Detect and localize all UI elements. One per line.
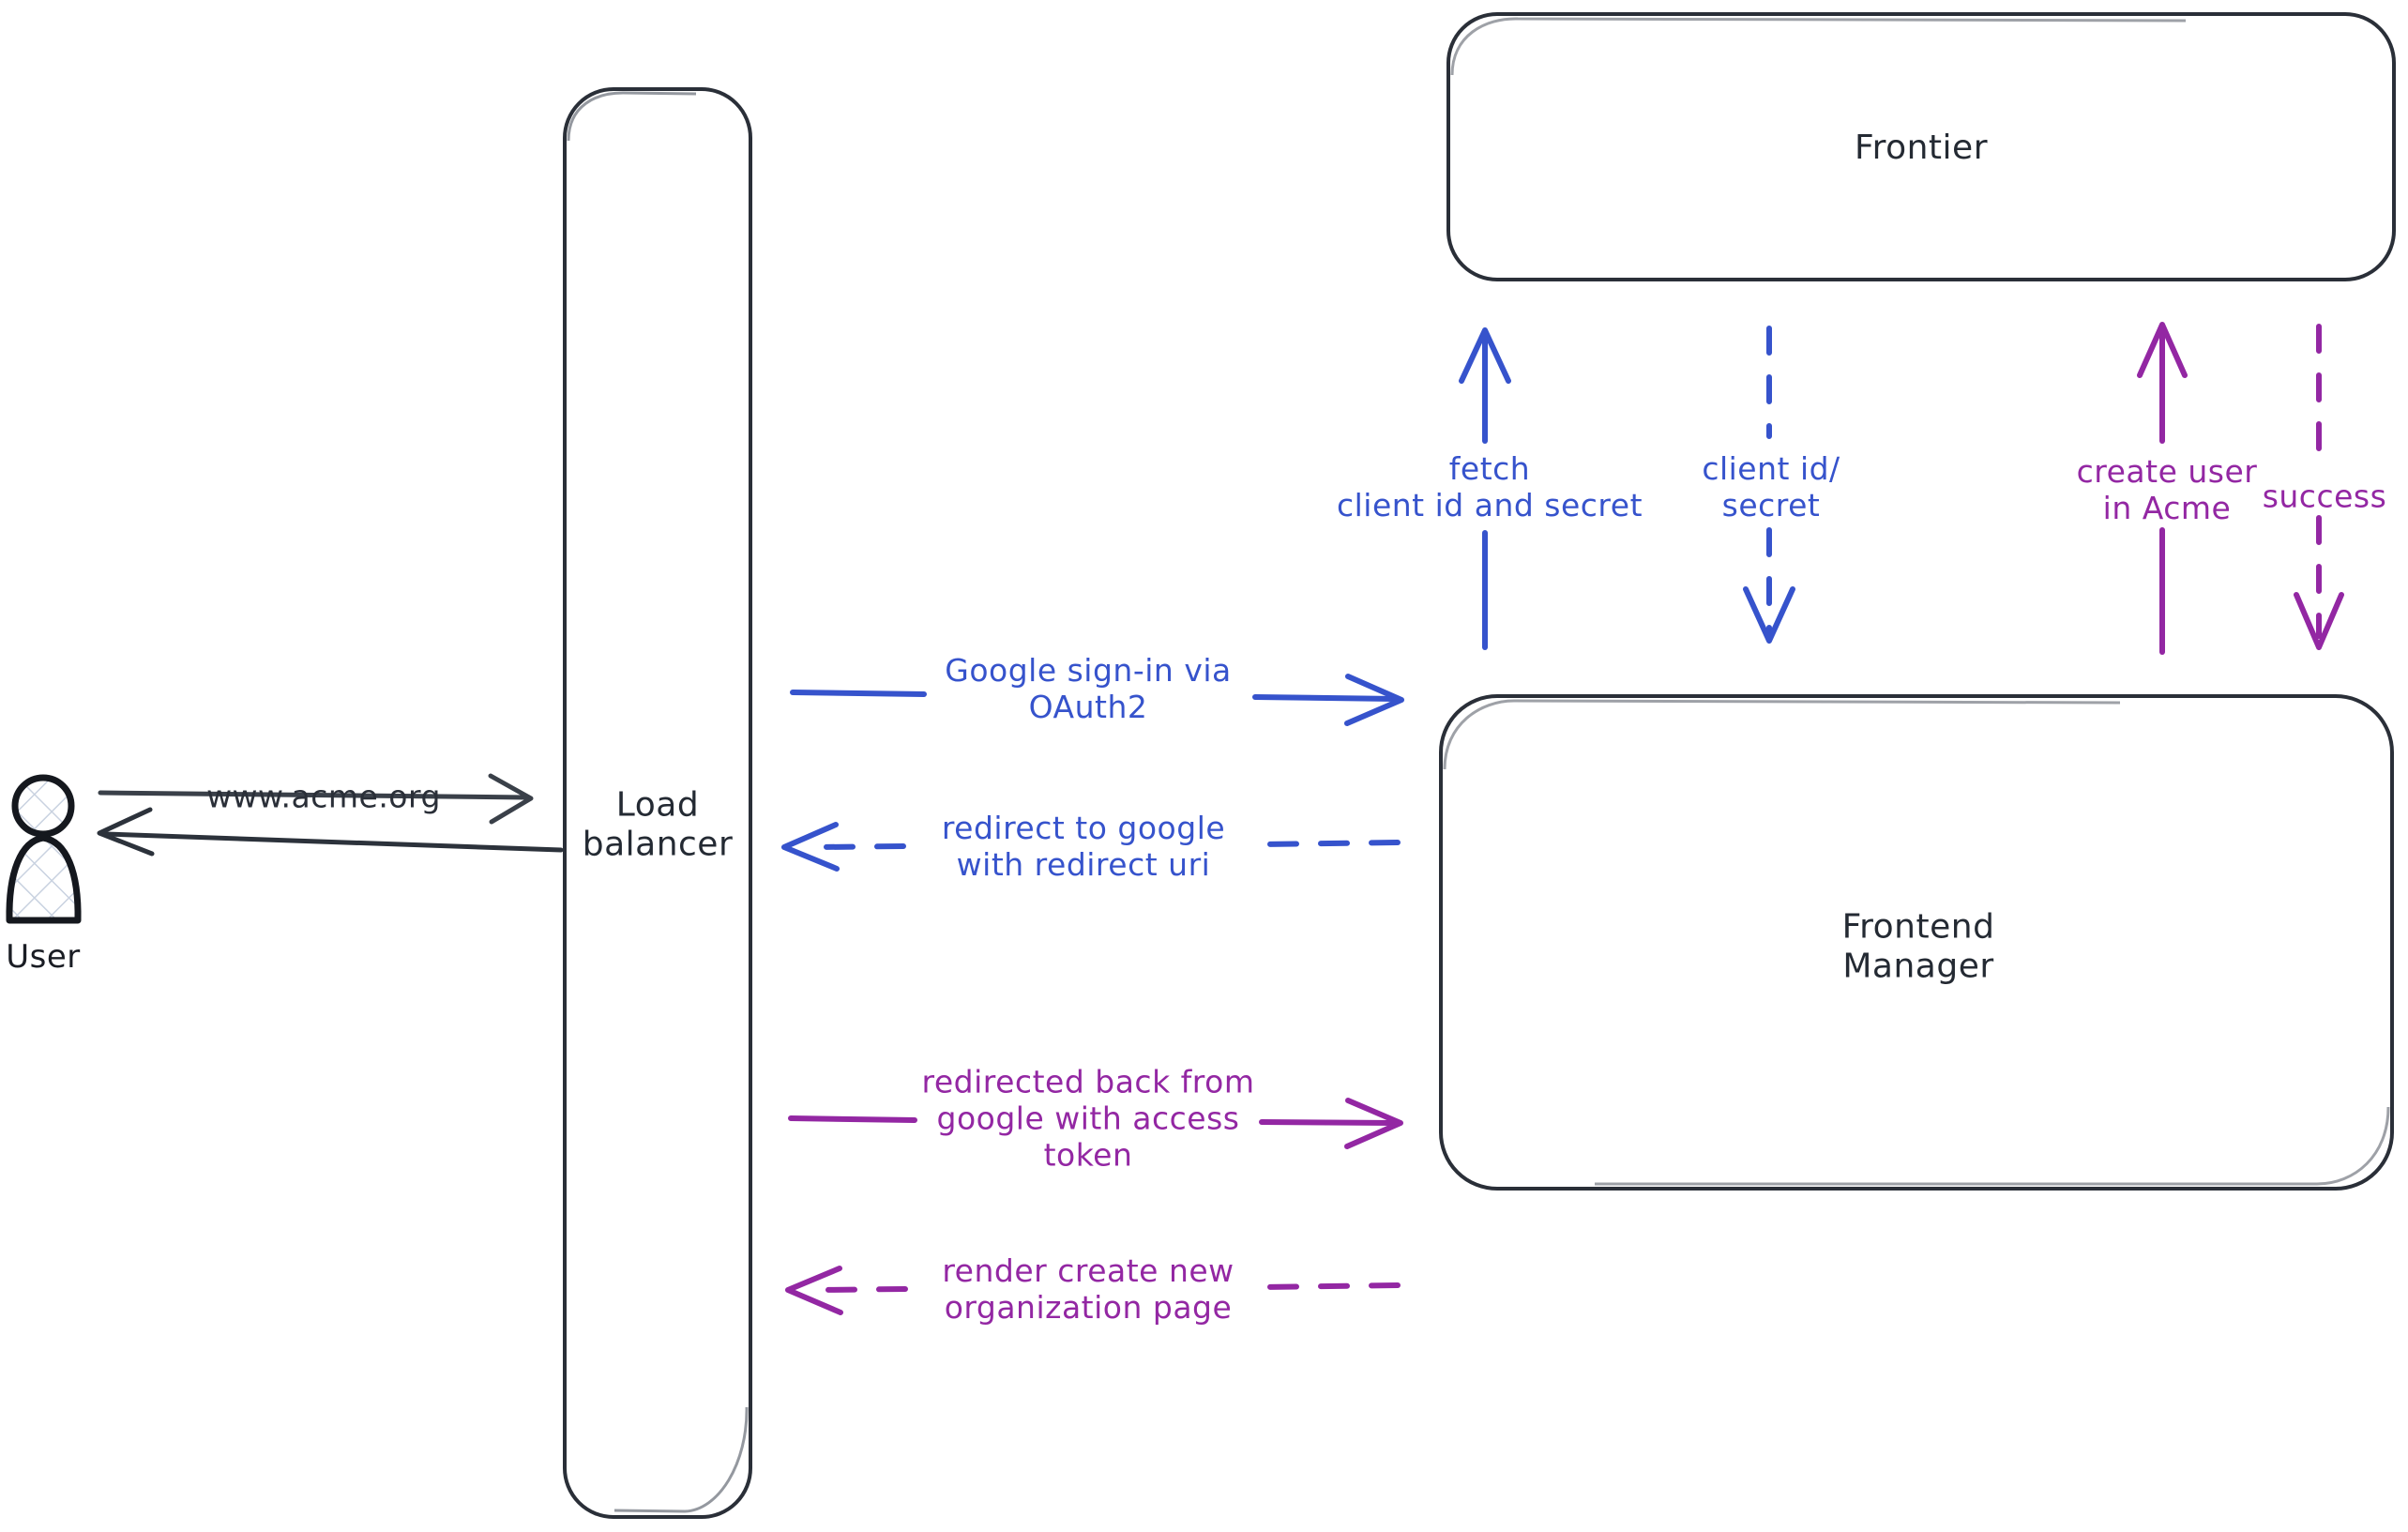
edge-label-google-signin: Google sign-in via OAuth2	[945, 652, 1232, 725]
edge-label-success: success	[2262, 478, 2387, 515]
edge-label-fetch-client-id-secret: fetch client id and secret	[1336, 450, 1643, 523]
edge-create-user-in-acme	[2137, 322, 2188, 655]
node-label-frontier: Frontier	[1854, 128, 1989, 167]
actor-user	[6, 774, 82, 924]
edge-load-balancer-to-user	[97, 807, 564, 857]
edge-label-client-id-secret: client id/ secret	[1702, 450, 1840, 523]
edge-client-id-secret-response	[1743, 326, 1795, 644]
edge-redirected-back-token	[788, 1098, 1403, 1149]
edge-google-signin	[790, 674, 1404, 726]
node-load-balancer-shape[interactable]	[563, 87, 752, 1519]
actor-user-label: User	[6, 938, 81, 976]
edge-user-to-load-balancer	[98, 773, 534, 825]
edge-label-redirected-back-token: redirected back from google with access …	[921, 1063, 1255, 1174]
edge-fetch-client-id-secret	[1459, 327, 1511, 650]
edge-render-create-org	[785, 1266, 1401, 1315]
edge-label-render-create-org: render create new organization page	[942, 1252, 1234, 1326]
edge-success-response	[2294, 324, 2344, 650]
edge-redirect-to-google	[781, 822, 1401, 872]
edge-label-www-acme-org: www.acme.org	[206, 778, 441, 815]
person-icon-head	[11, 774, 75, 838]
node-frontier-shape[interactable]	[1446, 12, 2396, 281]
node-label-load-balancer: Load balancer	[582, 785, 734, 864]
edge-label-create-user-in-acme: create user in Acme	[2076, 453, 2258, 526]
person-icon-body	[6, 834, 82, 924]
edge-label-redirect-to-google: redirect to google with redirect uri	[941, 810, 1226, 883]
node-label-frontend-manager: Frontend Manager	[1841, 907, 1995, 986]
node-frontend-manager-shape[interactable]	[1439, 694, 2394, 1191]
